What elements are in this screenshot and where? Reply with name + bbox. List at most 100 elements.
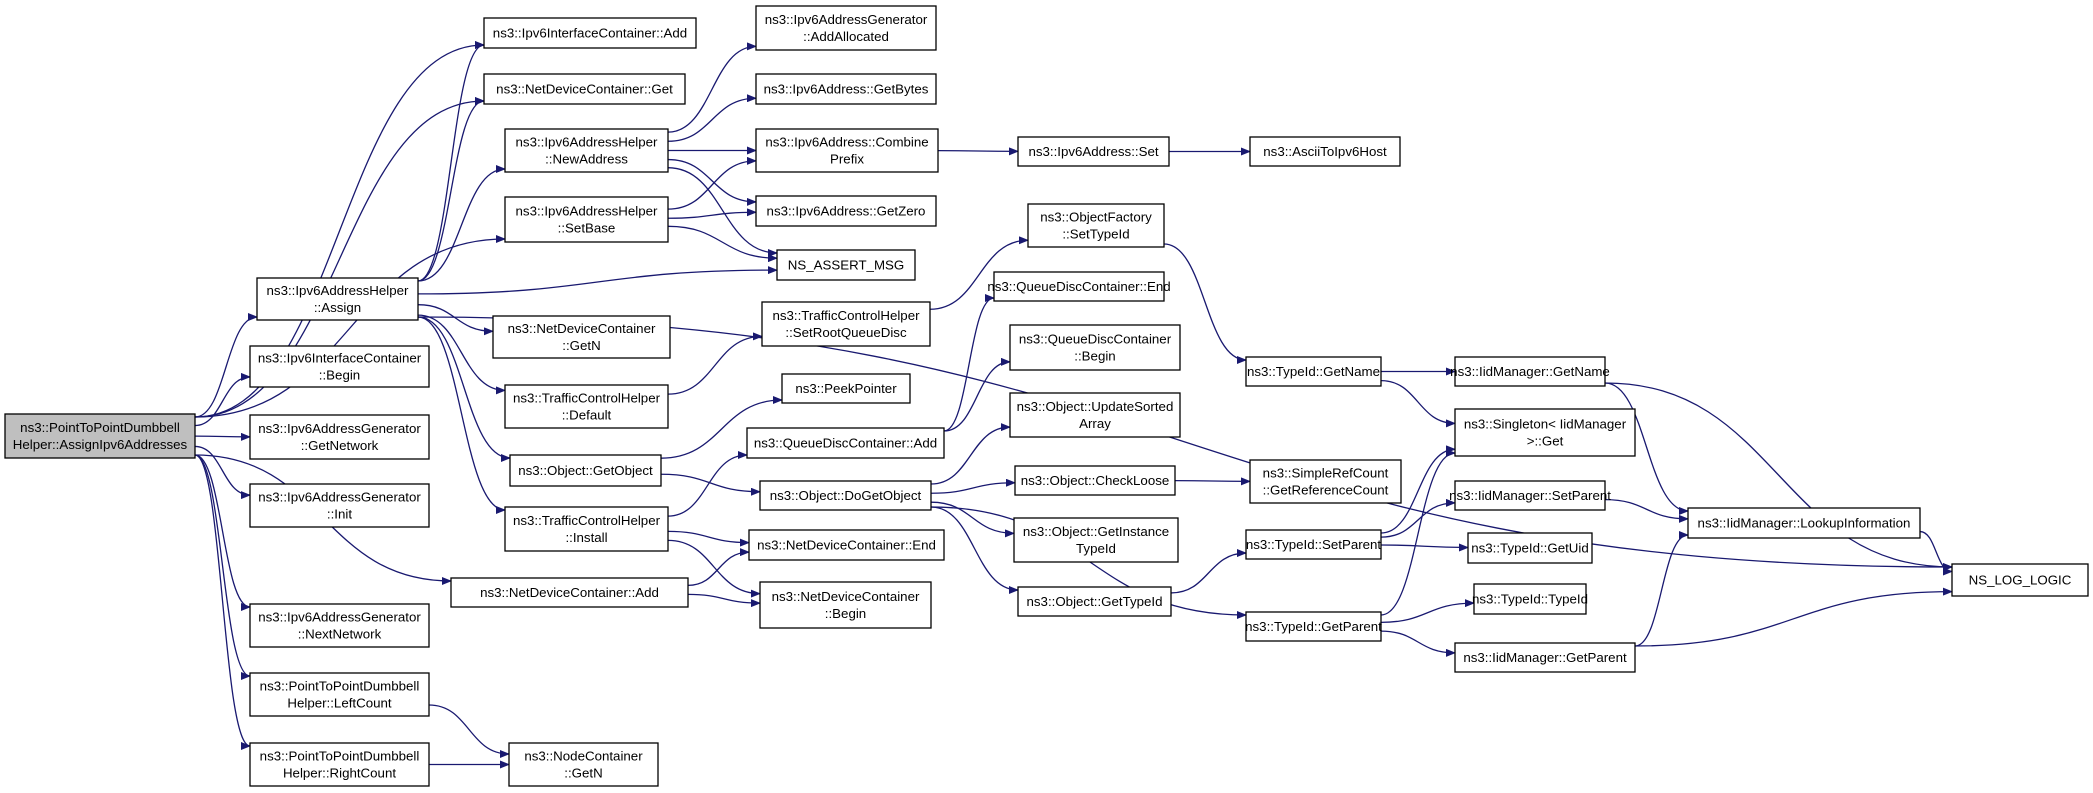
- node-label-line: ns3::Ipv6AddressHelper: [267, 283, 409, 298]
- edge-path: [1380, 449, 1456, 616]
- node-addr-set[interactable]: ns3::Ipv6Address::Set: [1017, 136, 1170, 167]
- node-typeid-getname[interactable]: ns3::TypeId::GetName: [1245, 356, 1382, 387]
- node-box: [755, 73, 937, 105]
- node-qdc-begin[interactable]: ns3::QueueDiscContainer::Begin: [1009, 324, 1181, 371]
- node-obj-getobject[interactable]: ns3::Object::GetObject: [509, 454, 662, 487]
- node-qdc-add[interactable]: ns3::QueueDiscContainer::Add: [746, 427, 945, 459]
- node-ns-assert-msg[interactable]: NS_ASSERT_MSG: [776, 249, 916, 281]
- node-label-line: ns3::NetDeviceContainer: [772, 589, 920, 604]
- edge-path: [943, 357, 1011, 432]
- edge-path: [1380, 445, 1456, 534]
- node-box: [1009, 324, 1181, 371]
- node-ndc-end[interactable]: ns3::NetDeviceContainer::End: [748, 529, 945, 561]
- node-iid-getparent[interactable]: ns3::IidManager::GetParent: [1454, 642, 1636, 673]
- node-box: [781, 373, 911, 404]
- node-label-line: ns3::TrafficControlHelper: [772, 308, 920, 323]
- edge-path: [667, 158, 757, 206]
- node-ndc-getn[interactable]: ns3::NetDeviceContainer::GetN: [492, 315, 671, 359]
- node-obj-checkloose[interactable]: ns3::Object::CheckLoose: [1014, 465, 1176, 496]
- node-root[interactable]: ns3::PointToPointDumbbellHelper::AssignI…: [4, 413, 196, 459]
- edge-typeid-getparent-to-iid-getparent: [1380, 630, 1456, 657]
- node-tch-install[interactable]: ns3::TrafficControlHelper::Install: [504, 506, 669, 552]
- edge-path: [417, 316, 506, 514]
- edge-tch-default-to-tch-setroot: [667, 332, 763, 395]
- node-box: [776, 249, 916, 281]
- node-ns-log-logic[interactable]: NS_LOG_LOGIC: [1951, 563, 2089, 597]
- node-box: [1467, 532, 1593, 564]
- edge-root-to-ifc-add: [194, 41, 485, 418]
- edge-path: [194, 235, 506, 418]
- node-gen-addallocated[interactable]: ns3::Ipv6AddressGenerator::AddAllocated: [755, 5, 937, 51]
- node-nodec-getn[interactable]: ns3::NodeContainer::GetN: [508, 742, 659, 787]
- node-box: [1249, 459, 1402, 504]
- node-obj-dogetobject[interactable]: ns3::Object::DoGetObject: [759, 480, 932, 511]
- node-peekpointer[interactable]: ns3::PeekPointer: [781, 373, 911, 404]
- node-box: [746, 427, 945, 459]
- edge-path: [667, 208, 757, 219]
- node-addrhelper-assign[interactable]: ns3::Ipv6AddressHelper::Assign: [256, 277, 419, 321]
- node-ndc-add[interactable]: ns3::NetDeviceContainer::Add: [450, 577, 689, 608]
- node-ndc-begin[interactable]: ns3::NetDeviceContainer::Begin: [759, 581, 932, 629]
- node-tch-setroot[interactable]: ns3::TrafficControlHelper::SetRootQueueD…: [761, 301, 931, 347]
- edge-path: [194, 454, 251, 680]
- edge-path: [667, 530, 750, 547]
- node-box: [1951, 563, 2089, 597]
- edge-obj-getobject-to-peekpointer: [660, 396, 783, 459]
- node-ascii-host[interactable]: ns3::AsciiToIpv6Host: [1249, 136, 1401, 167]
- node-addr-getbytes[interactable]: ns3::Ipv6Address::GetBytes: [755, 73, 937, 105]
- edge-ndc-add-to-ndc-begin: [687, 593, 761, 608]
- node-label-line: Prefix: [830, 152, 864, 167]
- edge-path: [417, 316, 511, 462]
- edge-path: [667, 167, 778, 257]
- node-gen-getnetwork[interactable]: ns3::Ipv6AddressGenerator::GetNetwork: [249, 414, 430, 460]
- edge-addr-combine-to-addr-set: [937, 147, 1019, 156]
- node-addr-getzero[interactable]: ns3::Ipv6Address::GetZero: [755, 195, 937, 227]
- node-ifc-add[interactable]: ns3::Ipv6InterfaceContainer::Add: [483, 17, 697, 49]
- edge-tch-install-to-qdc-add: [667, 451, 748, 517]
- node-box: [761, 301, 931, 347]
- node-rightcount[interactable]: ns3::PointToPointDumbbellHelper::RightCo…: [249, 742, 430, 787]
- node-tch-default[interactable]: ns3::TrafficControlHelper::Default: [504, 384, 669, 429]
- node-typeid-typeid[interactable]: ns3::TypeId::TypeId: [1472, 583, 1588, 615]
- edge-typeid-getparent-to-singleton-get: [1380, 449, 1456, 616]
- node-label-line: ns3::Object::CheckLoose: [1021, 473, 1170, 488]
- node-qdc-end[interactable]: ns3::QueueDiscContainer::End: [987, 271, 1171, 302]
- node-addrhelper-setbase[interactable]: ns3::Ipv6AddressHelper::SetBase: [504, 196, 669, 243]
- node-box: [249, 483, 430, 528]
- node-srcount[interactable]: ns3::SimpleRefCount::GetReferenceCount: [1249, 459, 1402, 504]
- node-ifc-begin[interactable]: ns3::Ipv6InterfaceContainer::Begin: [249, 345, 430, 388]
- node-addrhelper-newaddr[interactable]: ns3::Ipv6AddressHelper::NewAddress: [504, 128, 669, 173]
- node-iid-setparent[interactable]: ns3::IidManager::SetParent: [1449, 480, 1611, 511]
- edge-iid-setparent-to-iid-lookup: [1604, 498, 1689, 523]
- node-box: [504, 384, 669, 429]
- edge-path: [194, 445, 251, 500]
- node-typeid-getparent[interactable]: ns3::TypeId::GetParent: [1245, 611, 1382, 642]
- node-typeid-getuid[interactable]: ns3::TypeId::GetUid: [1467, 532, 1593, 564]
- node-box: [1017, 136, 1170, 167]
- node-label-line: ns3::AsciiToIpv6Host: [1263, 144, 1387, 159]
- node-gen-init[interactable]: ns3::Ipv6AddressGenerator::Init: [249, 483, 430, 528]
- edge-leftcount-to-nodec-getn: [428, 704, 510, 758]
- node-of-settypeid[interactable]: ns3::ObjectFactory::SetTypeId: [1027, 203, 1165, 248]
- node-ndc-get[interactable]: ns3::NetDeviceContainer::Get: [483, 73, 686, 105]
- edge-iid-lookup-to-ns-log-logic: [1919, 530, 1953, 576]
- node-typeid-setparent[interactable]: ns3::TypeId::SetParent: [1245, 529, 1382, 560]
- node-box: [755, 128, 939, 173]
- edge-qdc-add-to-qdc-end: [943, 294, 995, 432]
- node-iid-getname[interactable]: ns3::IidManager::GetName: [1450, 356, 1610, 387]
- node-label-line: ns3::PointToPointDumbbell: [260, 749, 420, 764]
- node-iid-lookup[interactable]: ns3::IidManager::LookupInformation: [1687, 507, 1921, 539]
- node-gen-nextnetwork[interactable]: ns3::Ipv6AddressGenerator::NextNetwork: [249, 603, 430, 648]
- node-leftcount[interactable]: ns3::PointToPointDumbbellHelper::LeftCou…: [249, 672, 430, 717]
- node-label-line: ns3::IidManager::LookupInformation: [1698, 516, 1911, 531]
- node-obj-gettypeid[interactable]: ns3::Object::GetTypeId: [1017, 586, 1172, 617]
- edge-path: [1380, 498, 1456, 538]
- edge-obj-dogetobject-to-obj-getinstance: [930, 501, 1015, 538]
- node-label-line: ns3::TrafficControlHelper: [513, 513, 661, 528]
- edge-path: [1919, 530, 1953, 576]
- node-singleton-get[interactable]: ns3::Singleton< IidManager>::Get: [1454, 408, 1636, 457]
